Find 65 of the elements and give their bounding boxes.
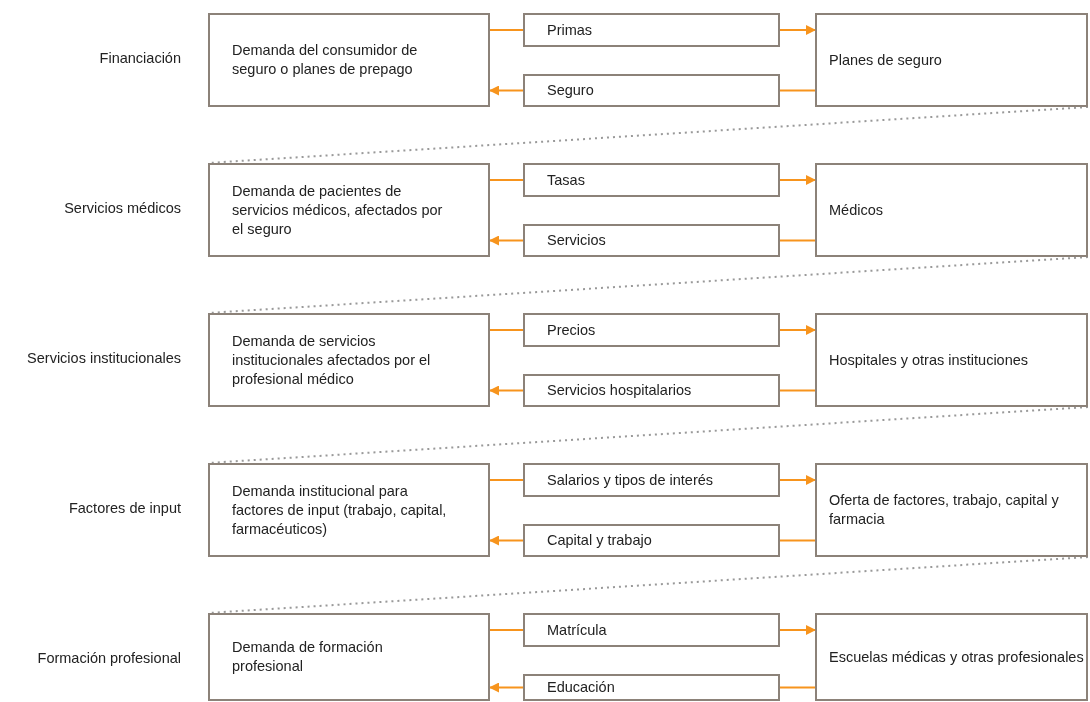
arrow [779, 175, 816, 185]
connector-line [489, 179, 524, 181]
connector-line [779, 686, 816, 689]
flow-box [523, 374, 780, 407]
box-text: Educación [547, 678, 615, 697]
connector-line [779, 389, 816, 392]
arrow [779, 475, 816, 485]
box-text: Hospitales y otras instituciones [829, 350, 1029, 370]
flow-box [523, 313, 780, 347]
flow-box [523, 13, 780, 47]
process-box [815, 463, 1088, 557]
process-box [208, 163, 490, 257]
flow-box [523, 463, 780, 497]
box-text: Oferta de factores, trabajo, capital y farmacia [829, 491, 1060, 529]
flow-box [523, 74, 780, 107]
process-box [815, 613, 1088, 701]
process-box [815, 163, 1088, 257]
box-text: Servicios hospitalarios [547, 381, 692, 400]
row-label: Formación profesional [37, 650, 181, 666]
process-box [208, 313, 490, 407]
box-text: Demanda de pacientes de servicios médicos, afectados por el seguro [232, 181, 444, 239]
box-text: Médicos [829, 200, 883, 220]
arrow [779, 625, 816, 635]
process-box [815, 313, 1088, 407]
box-text: Planes de seguro [829, 50, 942, 70]
box-text: Escuelas médicas y otras profesionales [829, 647, 1084, 667]
row-label: Servicios médicos [64, 200, 181, 216]
connector-line [779, 89, 816, 92]
box-text: Capital y trabajo [547, 531, 652, 550]
arrow [489, 535, 524, 546]
connector-line [489, 329, 524, 331]
box-text: Matrícula [547, 620, 607, 640]
box-text: Demanda de formación profesional [232, 638, 384, 676]
box-text: Demanda del consumidor de seguro o planes de prepago [232, 41, 419, 79]
process-box [208, 13, 490, 107]
process-box [208, 463, 490, 557]
box-text: Precios [547, 320, 596, 340]
row-label: Factores de input [68, 500, 181, 516]
box-text: Demanda institucional para factores de input (trabajo, capital, farmacéuticos) [232, 481, 448, 539]
flow-box [523, 613, 780, 647]
arrow [489, 682, 524, 693]
flow-box [523, 524, 780, 557]
arrow [489, 385, 524, 396]
connector-line [489, 479, 524, 481]
box-text: Demanda de servicios institucionales afectados por el profesional médico [232, 331, 432, 389]
process-box [208, 613, 490, 701]
connector-line [489, 629, 524, 631]
process-box [815, 13, 1088, 107]
box-text: Primas [547, 20, 593, 40]
arrow [779, 25, 816, 35]
flow-box [523, 163, 780, 197]
row-label: Financiación [99, 50, 181, 66]
connector-line [779, 539, 816, 542]
flow-box [523, 674, 780, 701]
arrow [489, 235, 524, 246]
connector-line [489, 29, 524, 31]
row-label: Servicios institucionales [27, 350, 181, 366]
box-text: Seguro [547, 81, 594, 100]
box-text: Salarios y tipos de interés [547, 470, 714, 490]
arrow [779, 325, 816, 335]
box-text: Servicios [547, 231, 606, 250]
connector-line [779, 239, 816, 242]
flow-box [523, 224, 780, 257]
arrow [489, 85, 524, 96]
box-text: Tasas [547, 170, 585, 190]
